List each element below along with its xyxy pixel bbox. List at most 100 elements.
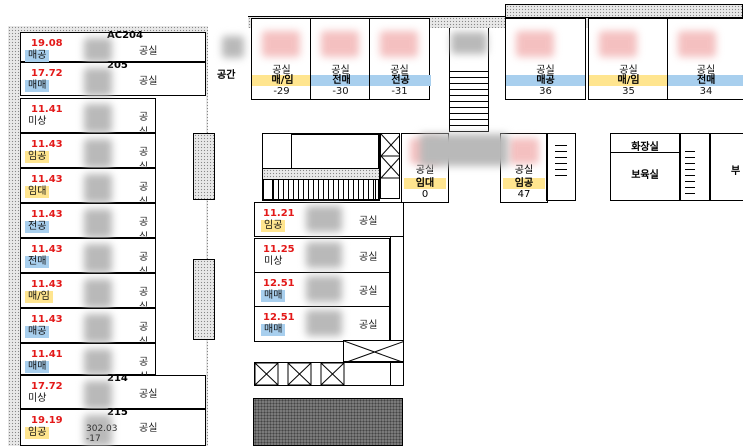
nursing-room-label: 보육실 [631, 170, 659, 181]
left-footer: 302.03-17 [86, 424, 118, 444]
lower-x-row [254, 362, 404, 386]
room-area: 19.08 [31, 38, 63, 49]
blurred-room-name [84, 314, 112, 343]
x-icon [344, 341, 403, 361]
unit-status-badge: 임공 [501, 178, 547, 189]
blurred-unit-name [509, 138, 539, 164]
room-area: 11.43 [31, 314, 63, 325]
side-stair [546, 133, 576, 201]
top-wall-right [505, 4, 743, 18]
room-vacancy-label: 공실 [139, 252, 149, 278]
room-area: 11.41 [31, 349, 63, 360]
blurred-unit-name [262, 31, 300, 57]
mid-stair-inner [262, 133, 292, 169]
room-code: AC204 [107, 30, 143, 41]
room-area: 12.51 [263, 278, 295, 289]
blurred-unit-name [516, 31, 554, 57]
room-area: 11.21 [263, 208, 295, 219]
pillar [193, 259, 215, 340]
unit-vacancy-label: 공실 [390, 65, 409, 76]
room-vacancy-label: 공실 [139, 423, 158, 434]
blurred-stair-label [451, 32, 487, 54]
room-status-badge: 임공 [25, 151, 50, 163]
room-area: 11.43 [31, 174, 63, 185]
room-vacancy-label: 공실 [139, 287, 149, 313]
room-vacancy-label: 공실 [139, 182, 149, 208]
unit-status-badge: 매/임 [589, 75, 669, 86]
lower-x-box [343, 340, 404, 362]
blurred-room-name [84, 279, 112, 308]
unit-status-badge: 매/임 [252, 75, 314, 86]
room-status-badge: 매매 [261, 324, 286, 336]
room-status-badge: 미상 [264, 256, 283, 267]
room-status-badge: 미상 [28, 116, 47, 127]
unit-number: -29 [273, 86, 290, 97]
mid-stair-hatch [262, 168, 380, 180]
unit-status-text: 임대 [403, 178, 447, 189]
room-vacancy-label: 공실 [359, 252, 378, 263]
right-stair-steps [685, 148, 695, 194]
unit-number: 35 [622, 86, 635, 97]
blurred-room-name [306, 242, 342, 268]
room-area: 11.43 [31, 279, 63, 290]
room-vacancy-label: 공실 [139, 217, 149, 243]
unit-vacancy-label: 공실 [272, 65, 291, 76]
unit-vacancy-label: 공실 [536, 65, 555, 76]
room-vacancy-label: 공실 [139, 76, 158, 87]
room-area: 12.51 [263, 312, 295, 323]
room-vacancy-label: 공실 [359, 320, 378, 331]
blurred-unit-name [678, 31, 716, 57]
unit-status-text: 전공 [370, 75, 432, 86]
blurred-corridor-label [420, 134, 508, 166]
blurred-room-name [306, 310, 342, 336]
footer-num: -17 [86, 434, 101, 444]
unit-vacancy-label: 공실 [514, 165, 534, 176]
blurred-unit-name [599, 31, 637, 57]
room-vacancy-label: 공실 [359, 286, 378, 297]
room-area: 11.41 [31, 104, 63, 115]
unit-status-text: 전매 [311, 75, 373, 86]
room-area: 17.72 [31, 381, 63, 392]
elevator-x-icon [381, 134, 399, 179]
stair-steps [450, 68, 488, 132]
unit-status-text: 매/임 [589, 75, 669, 86]
room-status-badge: 임공 [25, 427, 50, 439]
unit-number: -31 [391, 86, 408, 97]
unit-number: 47 [517, 189, 531, 200]
room-vacancy-label: 공실 [139, 322, 149, 348]
unit-status-badge: 임대 [402, 178, 448, 189]
side-stair-steps [555, 140, 567, 176]
unit-status-badge: 전매 [668, 75, 743, 86]
blurred-unit-name [380, 31, 418, 57]
room-status-badge: 매공 [25, 50, 50, 62]
unit-vacancy-label: 공실 [696, 65, 716, 76]
room-code: 215 [107, 407, 128, 418]
room-code: 205 [107, 60, 128, 71]
room-status-badge: 매/임 [25, 291, 53, 303]
room-area: 11.43 [31, 244, 63, 255]
room-area: 19.19 [31, 415, 63, 426]
room-code: 214 [107, 373, 128, 384]
room-status-badge: 매매 [25, 361, 50, 373]
footer-area: 302.03 [86, 424, 118, 434]
blurred-unit-name [321, 31, 359, 57]
room-status-badge: 전매 [25, 256, 50, 268]
blurred-room-name [84, 38, 112, 62]
unit-status-text: 임공 [502, 178, 546, 189]
room-area: 17.72 [31, 68, 63, 79]
room-vacancy-label: 공실 [139, 112, 149, 138]
unit-status-badge: 전매 [311, 75, 373, 86]
unit-number: 34 [699, 86, 713, 97]
space-label: 공간 [217, 70, 236, 81]
unit-status-badge: 매공 [506, 75, 586, 86]
